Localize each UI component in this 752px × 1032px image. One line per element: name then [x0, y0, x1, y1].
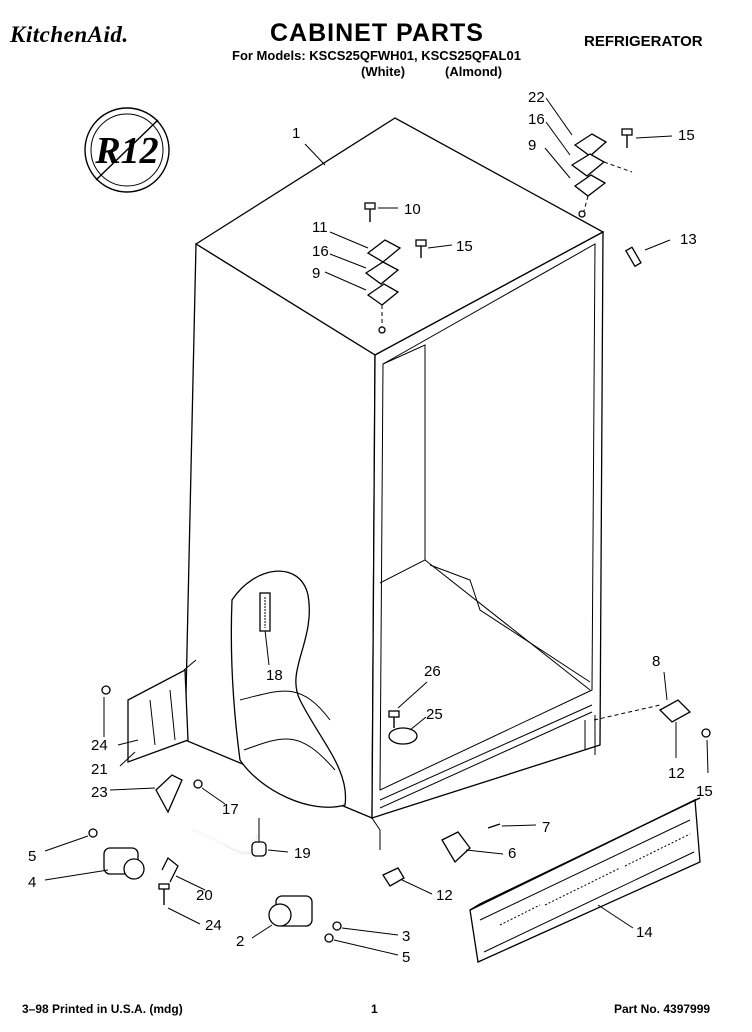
- leader-lines: [44, 97, 709, 956]
- callout-7: 7: [542, 819, 550, 836]
- callout-9-right: 9: [528, 137, 536, 154]
- r12-badge: R12: [84, 107, 170, 193]
- callout-10: 10: [404, 201, 421, 218]
- callout-24-upper: 24: [91, 737, 108, 754]
- brand-logo: KitchenAid.: [10, 22, 129, 47]
- callout-22: 22: [528, 89, 545, 106]
- model-color-white: (White): [361, 64, 406, 79]
- callout-15-right: 15: [678, 127, 695, 144]
- upper-hinges: [364, 128, 642, 334]
- callout-2: 2: [236, 933, 244, 950]
- lower-parts: [88, 668, 711, 943]
- callout-6: 6: [508, 845, 516, 862]
- callout-14: 14: [636, 924, 653, 941]
- callout-26: 26: [424, 663, 441, 680]
- callout-16-upper: 16: [312, 243, 329, 260]
- callout-16-right: 16: [528, 111, 545, 128]
- callout-9-upper: 9: [312, 265, 320, 282]
- footer-page-number: 1: [371, 1002, 378, 1016]
- callout-25: 25: [426, 706, 443, 723]
- callout-5-bottom: 5: [402, 949, 410, 966]
- footer-part-number: Part No. 4397999: [614, 1002, 711, 1016]
- callout-23: 23: [91, 784, 108, 801]
- callout-1: 1: [292, 125, 300, 142]
- toe-grille: [469, 797, 701, 963]
- callout-24-lower: 24: [205, 917, 222, 934]
- r12-badge-text: R12: [94, 130, 158, 172]
- model-numbers: For Models: KSCS25QFWH01, KSCS25QFAL01: [232, 48, 521, 63]
- callout-13: 13: [680, 231, 697, 248]
- appliance-category: REFRIGERATOR: [584, 33, 703, 50]
- callout-20: 20: [196, 887, 213, 904]
- callout-8: 8: [652, 653, 660, 670]
- callout-11-top: 11: [312, 219, 328, 236]
- callout-12-bottom: 12: [436, 887, 453, 904]
- footer-printed: 3–98 Printed in U.S.A. (mdg): [22, 1002, 183, 1016]
- callout-labels: 1 10 11 15 16 9 22 16 9 15 13 18 26 25 8…: [28, 89, 713, 966]
- callout-5-left: 5: [28, 848, 36, 865]
- callout-3: 3: [402, 928, 410, 945]
- callout-4: 4: [28, 874, 36, 891]
- cabinet-body: [183, 117, 605, 850]
- callout-18: 18: [266, 667, 283, 684]
- callout-21: 21: [91, 761, 108, 778]
- callout-12-right: 12: [668, 765, 685, 782]
- model-color-almond: (Almond): [445, 64, 503, 79]
- callout-17: 17: [222, 801, 239, 818]
- callout-15-upper: 15: [456, 238, 473, 255]
- page-title: CABINET PARTS: [270, 19, 484, 47]
- callout-15-lower: 15: [696, 783, 713, 800]
- callout-19: 19: [294, 845, 311, 862]
